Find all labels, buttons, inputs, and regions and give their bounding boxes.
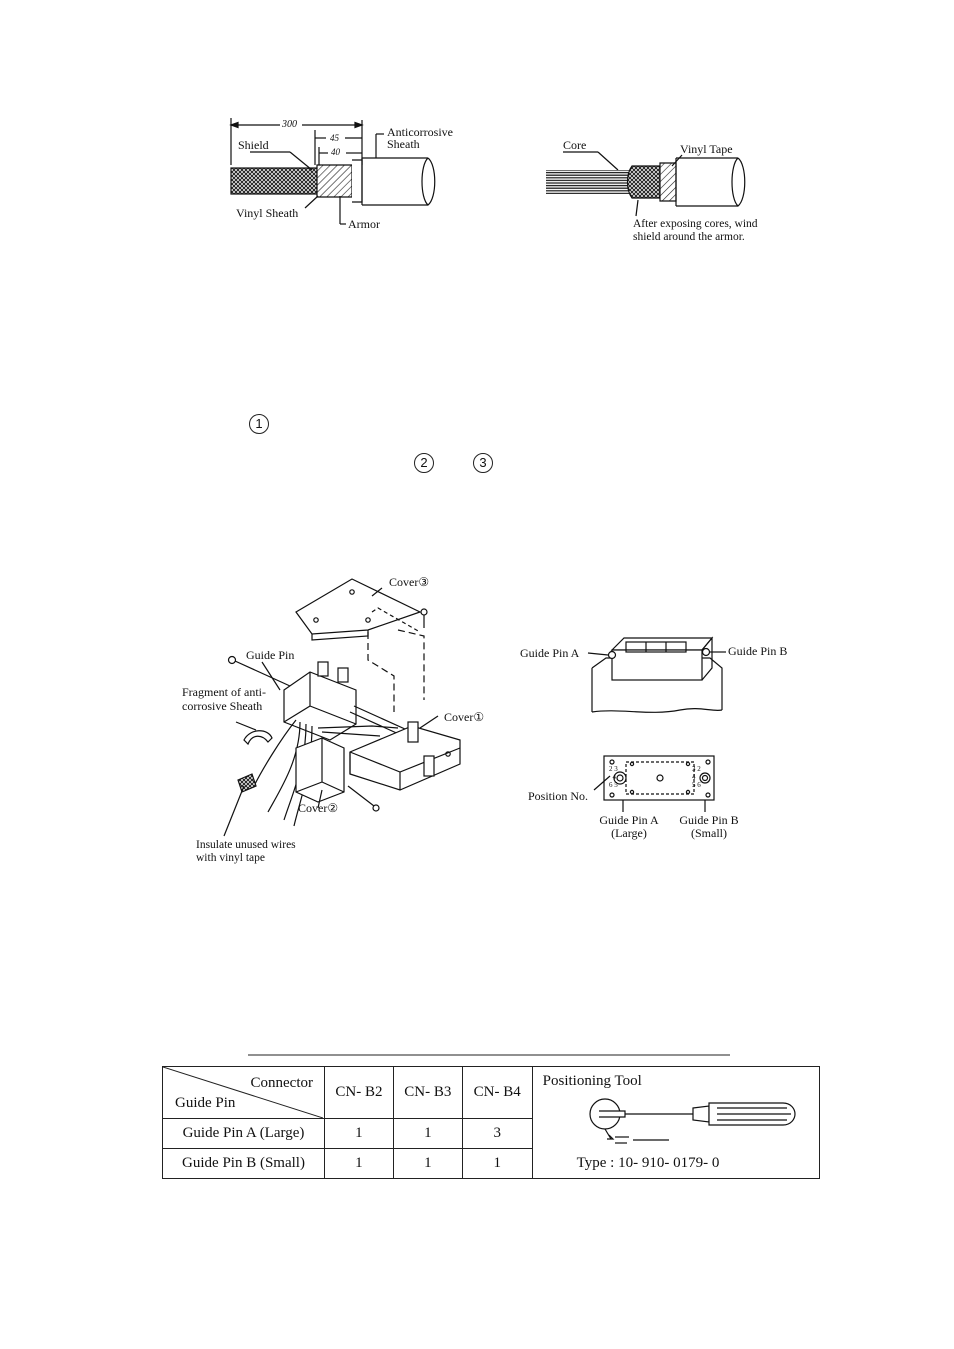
positioning-tool-cell: Positioning Tool (531, 1066, 821, 1179)
expose-note-2: shield around the armor. (633, 231, 745, 243)
cover3-label: Cover③ (389, 575, 430, 589)
vinyl-sheath-label: Vinyl Sheath (236, 206, 299, 220)
position-no-label: Position No. (528, 789, 589, 803)
cell-b-b3: 1 (392, 1148, 463, 1179)
anticorrosive-label-2: Sheath (387, 137, 420, 151)
cell-b-b4: 1 (461, 1148, 533, 1179)
cover2-label: Cover② (298, 801, 339, 815)
dim-40: 40 (331, 147, 340, 157)
cover1-label: Cover① (444, 710, 485, 724)
circled-number-3: 3 (473, 453, 493, 473)
expose-note-1: After exposing cores, wind (633, 218, 758, 230)
table-header-row: Connector Guide Pin CN- B2 CN- B3 CN- B4… (162, 1066, 821, 1179)
gp-b-small-label-2: (Small) (691, 826, 727, 840)
header-connector: Connector (250, 1075, 313, 1091)
col-cn-b4: CN- B4 (461, 1066, 533, 1119)
guide-pin-a-label: Guide Pin A (520, 646, 580, 660)
anticorrosive-label-1: Anticorrosive (387, 125, 453, 139)
guide-pin-connector-diagram (587, 636, 726, 812)
insulate-label-1: Insulate unused wires (196, 839, 296, 851)
header-guide-pin: Guide Pin (175, 1095, 236, 1111)
cable-stripping-diagram (229, 118, 436, 225)
cell-a-b2: 1 (323, 1118, 394, 1149)
core-exposing-diagram (546, 151, 746, 217)
armor-label: Armor (348, 217, 380, 231)
core-label: Core (563, 138, 587, 152)
col-cn-b2: CN- B2 (323, 1066, 394, 1119)
tool-title: Positioning Tool (542, 1073, 642, 1089)
row-label-a: Guide Pin A (Large) (162, 1118, 325, 1149)
shield-label: Shield (238, 138, 269, 152)
circled-number-1: 1 (249, 414, 269, 434)
dim-45: 45 (330, 133, 339, 143)
cell-a-b4: 3 (461, 1118, 533, 1149)
cell-b-b2: 1 (323, 1148, 394, 1179)
guide-pin-b-label: Guide Pin B (728, 644, 788, 658)
tool-type: Type : 10- 910- 0179- 0 (576, 1155, 720, 1171)
gp-a-large-label-2: (Large) (611, 826, 647, 840)
guide-pin-label: Guide Pin (246, 648, 295, 662)
screwdriver-icon (589, 1098, 796, 1144)
diagonal-header-cell: Connector Guide Pin (162, 1066, 325, 1119)
diagonal-line (163, 1067, 323, 1118)
row-label-b: Guide Pin B (Small) (162, 1148, 325, 1179)
connector-assembly-diagram (223, 578, 461, 837)
guide-pin-table: Connector Guide Pin CN- B2 CN- B3 CN- B4… (162, 1066, 821, 1179)
vinyl-tape-label: Vinyl Tape (680, 142, 733, 156)
dim-300: 300 (282, 119, 297, 130)
fragment-label-1: Fragment of anti- (182, 685, 266, 699)
gp-a-large-label-1: Guide Pin A (599, 813, 659, 827)
col-cn-b3: CN- B3 (392, 1066, 463, 1119)
cell-a-b3: 1 (392, 1118, 463, 1149)
insulate-label-2: with vinyl tape (196, 852, 265, 864)
gp-b-small-label-1: Guide Pin B (679, 813, 739, 827)
fragment-label-2: corrosive Sheath (182, 699, 263, 713)
circled-number-2: 2 (414, 453, 434, 473)
